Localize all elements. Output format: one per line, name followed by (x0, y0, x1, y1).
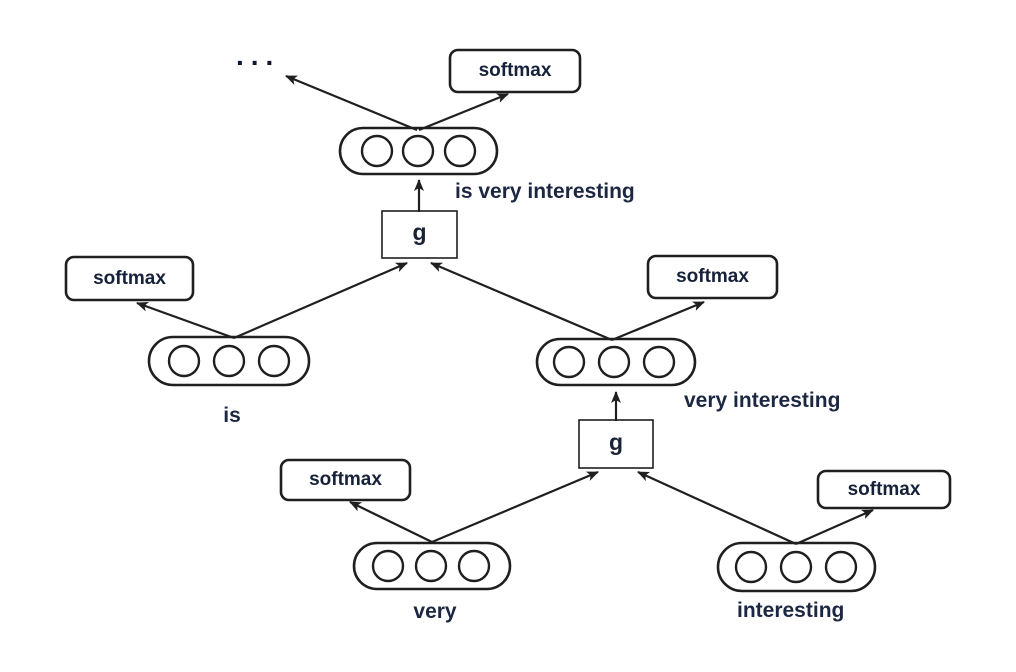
softmax-label-very-interesting: softmax (676, 266, 749, 287)
vector-pill (716, 541, 877, 593)
unit-circle (457, 549, 491, 583)
arrow-vi-node-to-softmax (611, 300, 705, 342)
arrow-root-to-ellipsis (285, 74, 418, 132)
g-label-top: g (412, 219, 427, 245)
vector-node-interesting (716, 541, 877, 593)
unit-circle (212, 344, 246, 378)
softmax-box-very (279, 458, 412, 502)
arrow-interesting-node-to-softmax (795, 508, 874, 546)
unit-circle (779, 550, 813, 584)
softmax-box-very-interesting (646, 254, 779, 300)
unit-circle (443, 134, 477, 168)
softmax-label-is: softmax (93, 267, 166, 289)
unit-circle (597, 345, 631, 379)
vector-pill (147, 335, 311, 387)
phrase-label-very-interesting: very interesting (684, 389, 841, 412)
g-box-top (381, 210, 458, 259)
softmax-label-very: softmax (309, 469, 382, 490)
unit-circle (371, 549, 405, 583)
arrow-is-node-to-softmax (136, 301, 235, 340)
vector-node-very (352, 541, 512, 591)
arrow-is-node-to-g1 (233, 261, 408, 340)
softmax-label-root: softmax (478, 60, 552, 81)
edges (136, 74, 874, 546)
arrow-vi-node-to-g1 (430, 261, 613, 342)
softmax-label-interesting: softmax (847, 478, 921, 500)
arrow-very-node-to-softmax (349, 501, 433, 543)
composition-boxes (381, 210, 654, 469)
softmax-box-is (64, 255, 195, 302)
vector-node-is (147, 335, 311, 387)
vector-pill (352, 541, 512, 591)
unit-circle (167, 344, 201, 378)
continuation-ellipsis: ... (236, 40, 281, 71)
softmax-box-root (448, 48, 582, 94)
unit-circle (824, 550, 858, 584)
softmax-box-interesting (816, 469, 952, 510)
unit-circle (401, 134, 435, 168)
softmax-boxes (64, 48, 952, 510)
unit-circle (552, 345, 586, 379)
phrase-label-root: is very interesting (455, 180, 635, 203)
vector-node-root (338, 126, 499, 176)
unit-circle (734, 550, 768, 584)
g-box-bottom (578, 419, 654, 469)
g-label-bottom: g (608, 428, 624, 455)
unit-circle (360, 134, 394, 168)
arrow-root-to-softmax (418, 92, 509, 132)
vector-pill (338, 126, 499, 176)
arrow-interesting-node-to-g2 (637, 470, 797, 546)
unit-circle (414, 549, 448, 583)
word-label-is: is (223, 404, 241, 427)
vector-node-very-interesting (535, 337, 697, 387)
unit-circle (642, 345, 676, 379)
unit-circle (257, 344, 291, 378)
word-label-very: very (413, 600, 457, 623)
vector-pill (535, 337, 697, 387)
arrow-very-node-to-g2 (431, 470, 599, 544)
word-label-interesting: interesting (737, 599, 845, 622)
